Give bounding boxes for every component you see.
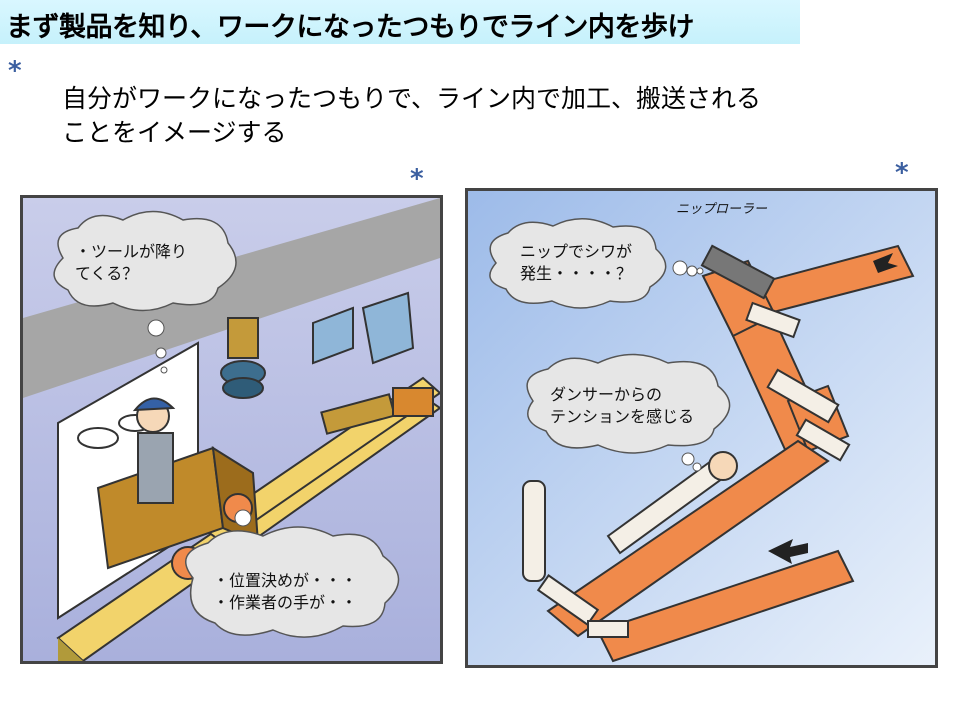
- bubble-line: ニップでシワが: [520, 242, 633, 261]
- bubble-line: 発生・・・・？: [520, 264, 633, 283]
- bubble-line: テンションを感じる: [550, 407, 695, 426]
- right-bubble-dancer-text: ダンサーからの テンションを感じる: [550, 384, 694, 428]
- slide-title: まず製品を知り、ワークになったつもりでライン内を歩け: [6, 12, 694, 43]
- bubble-line: ・ツールが降り: [75, 242, 188, 261]
- left-illustration-panel: ・ツールが降り てくる？ ・位置決めが・・・ ・作業者の手が・・: [20, 195, 443, 664]
- body-line-1: 自分がワークになったつもりで、ライン内で加工、搬送される: [62, 84, 762, 113]
- factory-line-illustration: [23, 198, 440, 661]
- slide-body-text: 自分がワークになったつもりで、ライン内で加工、搬送される ことをイメージする: [62, 82, 761, 150]
- right-illustration-panel: ニップローラー ニップでシワが 発生・・・・？ ダンサーからの テンションを感じ…: [465, 188, 938, 668]
- body-line-2: ことをイメージする: [62, 118, 287, 147]
- thought-bubble-nip: [489, 218, 667, 309]
- roller-line-illustration: [468, 191, 935, 665]
- title-bar: まず製品を知り、ワークになったつもりでライン内を歩け: [0, 0, 800, 44]
- bubble-line: ・位置決めが・・・: [213, 571, 358, 590]
- left-bubble-bottom-text: ・位置決めが・・・ ・作業者の手が・・: [213, 570, 357, 614]
- roller-label: ニップローラー: [676, 202, 768, 217]
- right-panel-asterisk: *: [895, 158, 909, 188]
- bubble-line: ・作業者の手が・・: [213, 593, 358, 612]
- right-bubble-nip-text: ニップでシワが 発生・・・・？: [520, 241, 632, 285]
- thought-bubble-dancer: [526, 353, 731, 454]
- left-bubble-top-text: ・ツールが降り てくる？: [75, 241, 187, 285]
- bubble-line: ダンサーからの: [550, 385, 663, 404]
- bullet-asterisk: *: [8, 56, 22, 86]
- thought-bubble-top: [53, 210, 237, 312]
- left-panel-asterisk: *: [410, 164, 424, 194]
- bubble-line: てくる？: [75, 264, 139, 283]
- thought-bubble-bottom: [184, 526, 400, 638]
